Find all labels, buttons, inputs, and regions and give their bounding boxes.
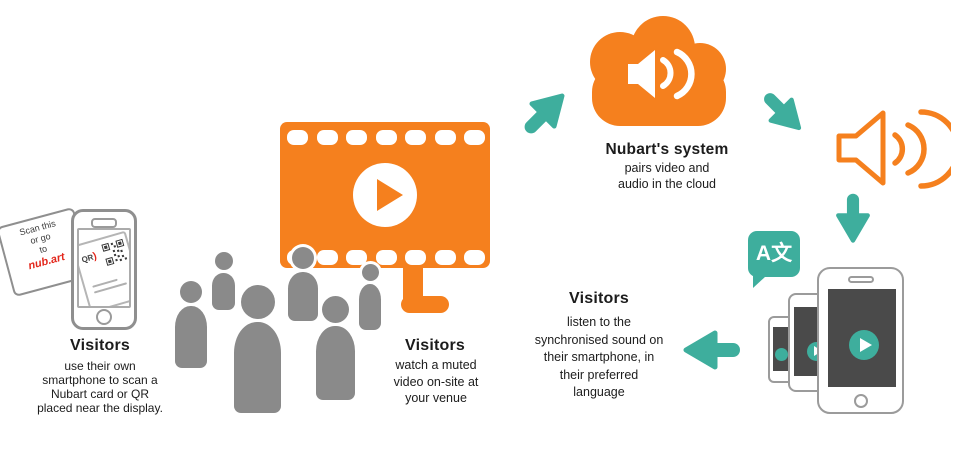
qr-card-on-screen: QR)	[79, 230, 129, 306]
person-silhouette	[175, 281, 207, 368]
play-icon	[353, 163, 417, 227]
person-silhouette	[316, 296, 355, 400]
person-silhouette	[212, 252, 235, 310]
arrow-down-right-icon	[751, 80, 815, 144]
visitor-smartphone: QR)	[71, 209, 137, 330]
arrow-up-right-icon	[511, 79, 579, 147]
video-screen-filmstrip	[280, 122, 490, 268]
loudspeaker-waves-icon	[836, 109, 951, 189]
play-icon	[849, 330, 879, 360]
translate-icon: A文	[748, 231, 800, 288]
arrow-left-icon	[682, 328, 742, 372]
watch-step-title: Visitors	[405, 337, 465, 354]
system-step-title: Nubart's system	[605, 141, 729, 158]
monitor-stand-foot	[401, 296, 449, 313]
monitor-stand	[403, 265, 423, 301]
listen-step-description: listen to the synchronised sound on thei…	[534, 315, 664, 399]
watch-step-description: watch a muted video on-site at your venu…	[393, 358, 479, 405]
filmstrip-holes-bottom	[287, 250, 490, 265]
system-step-description: pairs video and audio in the cloud	[618, 161, 716, 191]
scan-step-title: Visitors	[70, 337, 130, 354]
scan-step-description: use their own smartphone to scan a Nubar…	[37, 359, 163, 415]
person-silhouette	[359, 264, 381, 330]
cloud-audio-icon	[590, 16, 726, 126]
phone-earpiece	[91, 218, 117, 228]
person-silhouette	[288, 247, 318, 321]
person-silhouette	[234, 285, 281, 413]
qr-logo: QR)	[80, 250, 99, 265]
phone-home-button	[853, 394, 868, 408]
phone-video-screen	[828, 289, 896, 387]
arrow-down-icon	[834, 192, 872, 244]
listen-step-title: Visitors	[569, 290, 629, 307]
qr-code-icon	[101, 238, 129, 266]
scan-card-line3: to	[38, 243, 49, 255]
speaker-horn	[628, 50, 655, 98]
phone-home-button	[96, 309, 112, 325]
smartphone-front	[817, 267, 904, 414]
filmstrip-holes-top	[287, 130, 490, 145]
phone-screen: QR)	[77, 228, 131, 308]
phone-earpiece	[847, 276, 874, 283]
